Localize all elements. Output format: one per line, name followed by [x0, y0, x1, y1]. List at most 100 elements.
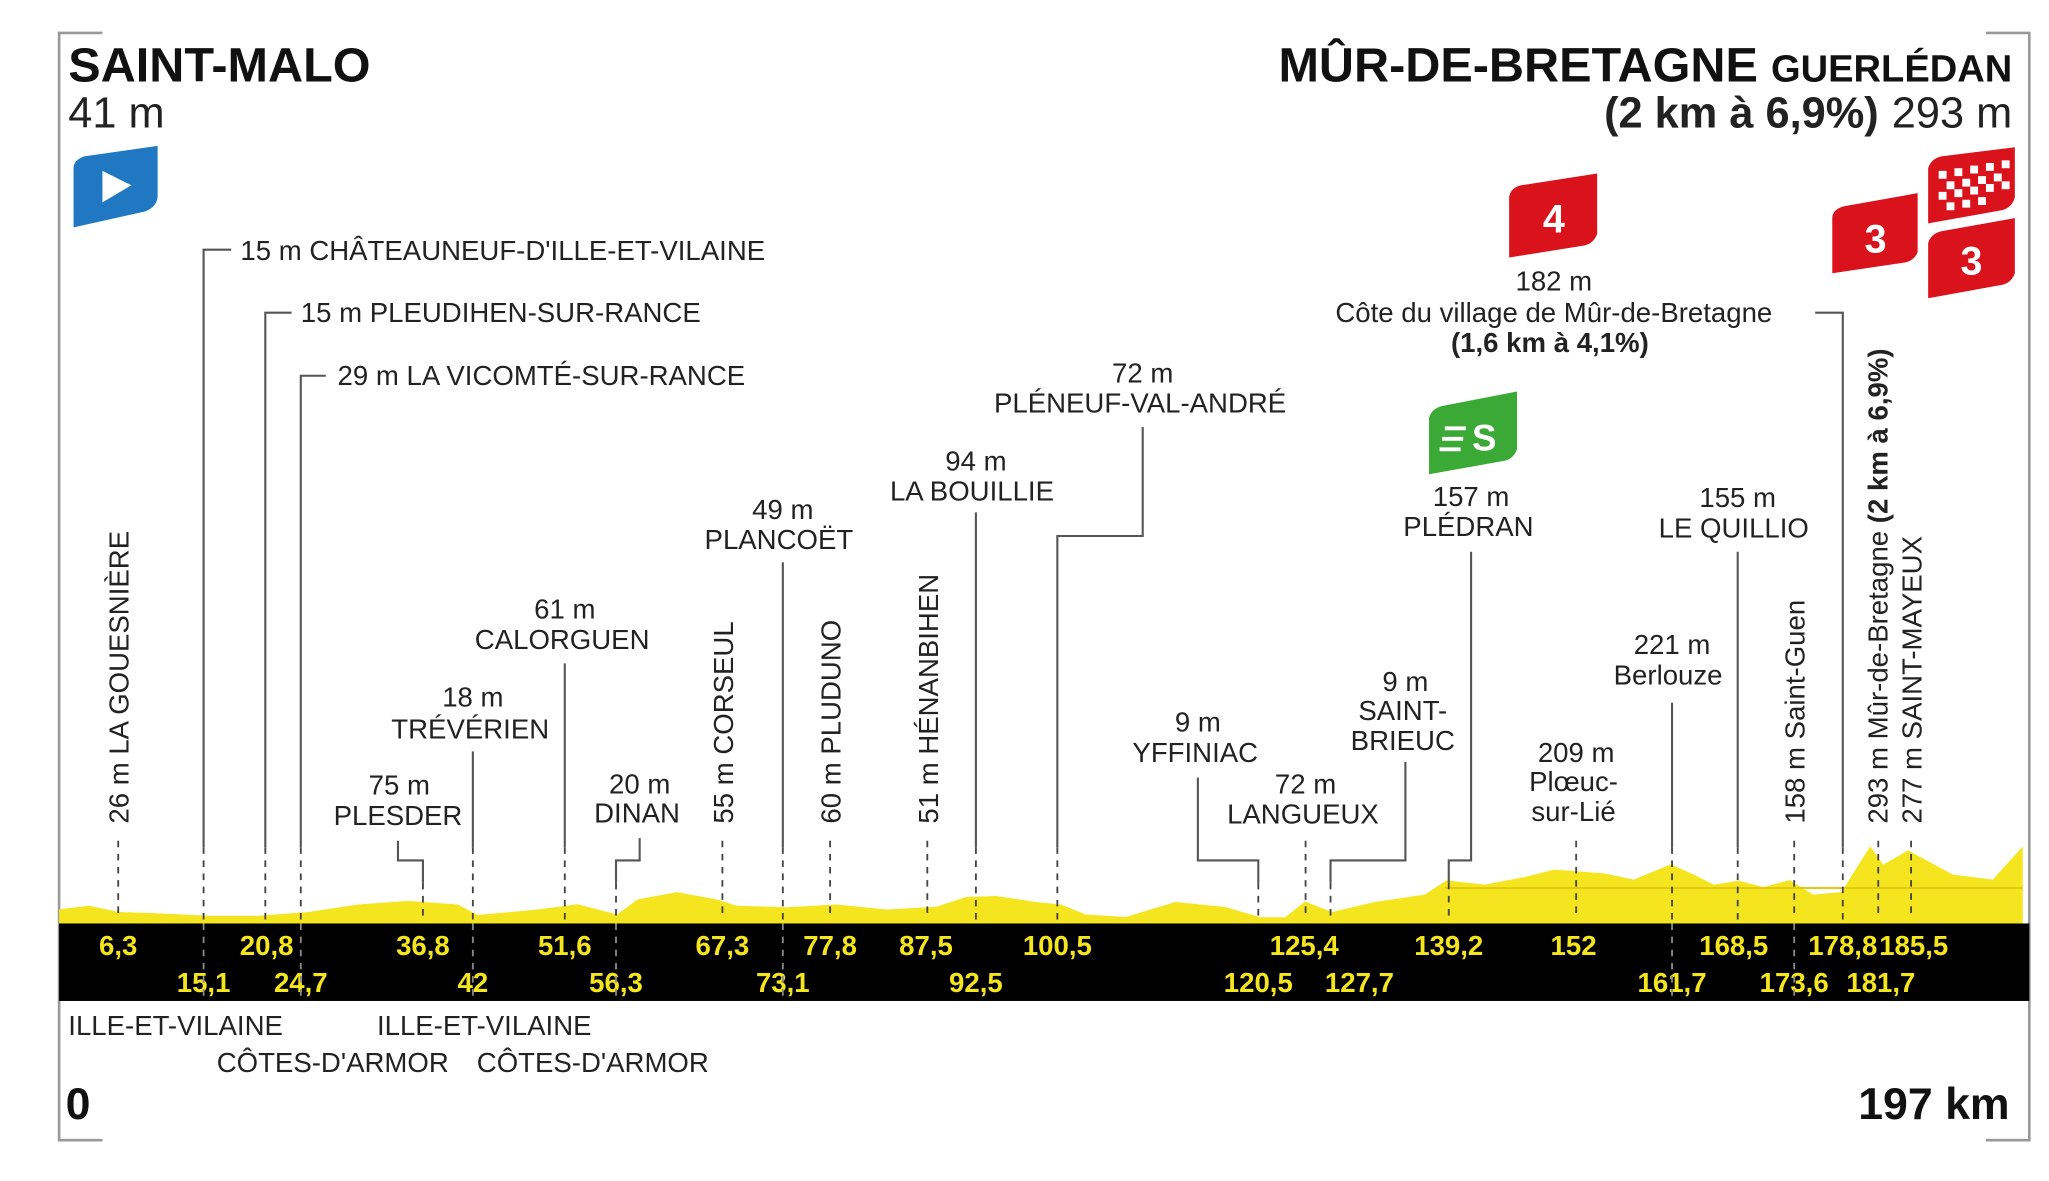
place-label: 15 m PLEUDIHEN-SUR-RANCE [301, 297, 701, 328]
finish-climb: (2 km à 6,9%) [1604, 90, 1879, 138]
svg-text:9 m: 9 m [1382, 666, 1428, 697]
svg-text:182 m: 182 m [1515, 265, 1592, 296]
svg-text:YFFINIAC: YFFINIAC [1132, 737, 1258, 768]
km-marker: 168,5 [1699, 930, 1768, 961]
svg-text:49 m: 49 m [752, 494, 813, 525]
svg-text:72 m: 72 m [1275, 768, 1336, 799]
place-la-gouesniere: 26 m LA GOUESNIÈRE [104, 531, 135, 824]
km-marker: 152 [1551, 930, 1597, 961]
intermediate-sprint-icon: S [1429, 391, 1518, 475]
svg-text:3: 3 [1961, 240, 1983, 284]
place-henanbihen: 51 m HÉNANBIHEN [913, 574, 944, 824]
svg-text:Côte du village de Mûr-de-Bret: Côte du village de Mûr-de-Bretagne [1335, 297, 1772, 328]
km-marker: 181,7 [1846, 967, 1915, 998]
svg-text:18 m: 18 m [442, 682, 503, 713]
svg-text:PLANCOËT: PLANCOËT [705, 524, 854, 555]
frame [57, 31, 2031, 1142]
start-km: 0 [66, 1080, 91, 1129]
svg-text:LA BOUILLIE: LA BOUILLIE [890, 476, 1054, 507]
svg-text:9 m: 9 m [1175, 707, 1221, 738]
svg-text:209 m: 209 m [1538, 737, 1615, 768]
start-altitude: 41 m [68, 90, 164, 138]
place-label: 15 m CHÂTEAUNEUF-D'ILLE-ET-VILAINE [240, 235, 765, 266]
km-marker: 127,7 [1325, 967, 1394, 998]
km-marker: 139,2 [1414, 930, 1483, 961]
finish-city: MÛR-DE-BRETAGNE [1278, 38, 1757, 93]
svg-text:155 m: 155 m [1699, 482, 1776, 513]
climb-cote-village: 182 m Côte du village de Mûr-de-Bretagne… [1335, 265, 1772, 358]
place-le-quillio: 155 mLE QUILLIO [1659, 482, 1809, 543]
svg-text:BRIEUC: BRIEUC [1351, 725, 1455, 756]
finish-km: 197 km [1858, 1080, 2009, 1129]
department-label: ILLE-ET-VILAINE [68, 1010, 283, 1041]
finish-subtitle: (2 km à 6,9%) 293 m [1604, 90, 2012, 138]
svg-text:S: S [1472, 418, 1497, 459]
svg-text:61 m: 61 m [534, 594, 595, 625]
svg-text:4: 4 [1543, 198, 1565, 242]
km-marker: 51,6 [538, 930, 592, 961]
svg-text:SAINT-: SAINT- [1358, 695, 1447, 726]
svg-text:Plœuc-: Plœuc- [1529, 766, 1618, 797]
svg-text:PLÉDRAN: PLÉDRAN [1403, 511, 1533, 542]
checkered-finish-icon [1928, 147, 2015, 224]
km-markers-bottom: 15,1 24,7 42 56,3 73,1 92,5 120,5 127,7 … [177, 967, 1916, 998]
km-marker: 92,5 [949, 967, 1003, 998]
category-4-climb-icon: 4 [1509, 173, 1598, 258]
svg-text:94 m: 94 m [945, 445, 1006, 476]
finish-title: MÛR-DE-BRETAGNE GUERLÉDAN [1278, 38, 2012, 93]
svg-text:LE QUILLIO: LE QUILLIO [1659, 512, 1809, 543]
svg-text:CALORGUEN: CALORGUEN [475, 624, 650, 655]
place-saint-mayeux: 277 m SAINT-MAYEUX [1897, 536, 1928, 824]
km-marker: 6,3 [99, 930, 137, 961]
svg-text:72 m: 72 m [1112, 357, 1173, 388]
place-label: 29 m LA VICOMTÉ-SUR-RANCE [338, 360, 746, 391]
km-band [59, 923, 2030, 1001]
svg-text:sur-Lié: sur-Lié [1531, 796, 1615, 827]
svg-text:TRÉVÉRIEN: TRÉVÉRIEN [391, 713, 549, 744]
place-mur-de-bretagne: 293 m Mûr-de-Bretagne (2 km à 6,9%) [1862, 348, 1893, 823]
km-marker: 100,5 [1023, 930, 1092, 961]
start-city: SAINT-MALO [68, 39, 370, 93]
svg-text:PLÉNEUF-VAL-ANDRÉ: PLÉNEUF-VAL-ANDRÉ [994, 388, 1286, 419]
svg-text:LANGUEUX: LANGUEUX [1227, 799, 1379, 830]
elevation-profile [59, 846, 2023, 924]
finish-altitude: 293 m [1892, 90, 2012, 138]
km-marker: 20,8 [240, 930, 294, 961]
svg-text:PLESDER: PLESDER [334, 800, 463, 831]
place-corseul: 55 m CORSEUL [708, 621, 739, 823]
km-marker: 67,3 [696, 930, 750, 961]
svg-text:75 m: 75 m [369, 770, 430, 801]
svg-text:DINAN: DINAN [594, 797, 680, 828]
svg-text:20 m: 20 m [609, 768, 670, 799]
km-marker: 185,5 [1879, 930, 1948, 961]
km-marker: 77,8 [803, 930, 857, 961]
km-marker: 125,4 [1270, 930, 1340, 961]
department-label: ILLE-ET-VILAINE [377, 1010, 592, 1041]
start-flag-icon [73, 145, 158, 228]
place-connectors [117, 248, 1913, 920]
place-la-bouillie: 94 mLA BOUILLIE [890, 445, 1054, 506]
category-3-finish-climb-icon: 3 [1928, 218, 2015, 299]
finish-commune: GUERLÉDAN [1771, 47, 2012, 91]
svg-text:157 m: 157 m [1433, 481, 1510, 512]
km-marker: 36,8 [396, 930, 450, 961]
department-label: CÔTES-D'ARMOR [477, 1047, 709, 1078]
km-markers-top: 6,3 20,8 36,8 51,6 67,3 77,8 87,5 100,5 … [99, 930, 1948, 961]
km-marker: 87,5 [899, 930, 953, 961]
category-3-climb-icon: 3 [1832, 193, 1918, 274]
svg-text:Berlouze: Berlouze [1614, 659, 1723, 690]
km-marker: 120,5 [1224, 967, 1293, 998]
